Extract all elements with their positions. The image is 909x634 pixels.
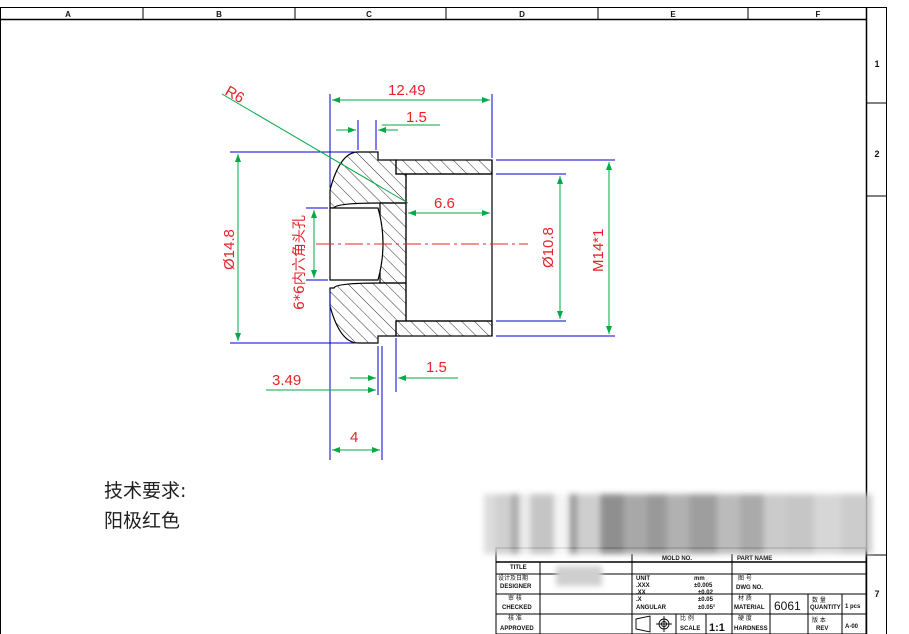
redacted-designer [556,566,602,586]
wall-top [395,159,493,175]
tb-rev-value: A-00 [845,624,859,630]
tb-angular-v: ±0.05° [698,605,716,611]
dim-1-5-top: 1.5 [406,109,427,126]
tb-checked-en: CHECKED [502,605,532,611]
row-label-7: 7 [874,589,879,599]
title-block-text: TITLE MOLD NO. PART NAME 设计及日期 DESIGNER … [498,556,861,634]
dim-1-5-bottom: 1.5 [426,359,447,376]
tb-material-cn: 材 质 [738,594,752,602]
col-label-b: B [216,10,222,19]
tb-scale-value: 1:1 [709,622,725,634]
tb-qty-cn: 数 量 [812,596,826,604]
tb-scale-cn: 比 例 [680,614,694,622]
tb-approved-cn: 核 准 [508,614,522,622]
projection-symbol-icon [635,615,672,633]
tb-unit-value: mm [694,576,705,582]
notes-line-1: 阳极红色 [104,510,181,532]
tb-title: TITLE [510,565,527,571]
dim-hex-label: 6*6内六角头孔 [292,215,308,310]
dim-dia-10-8: Ø10.8 [540,227,557,268]
col-label-f: F [816,10,821,19]
extension-lines [230,94,615,460]
column-labels: A B C D E F [65,10,820,19]
drawing-frame [0,7,887,634]
row-labels: 1 2 7 [874,59,879,599]
tb-material-en: MATERIAL [734,605,765,611]
notes-title: 技术要求: [104,480,187,502]
tb-unit: UNIT [636,576,650,582]
tb-designer-en: DESIGNER [500,584,532,590]
tb-tol-x: .X [636,597,642,603]
tb-dwg-en: DWG NO. [736,585,763,591]
dim-r6: R6 [222,83,247,107]
dim-6-6: 6.6 [434,195,455,212]
tb-scale-en: SCALE [680,626,700,632]
dim-4: 4 [350,429,358,446]
technical-requirements: 技术要求: 阳极红色 [104,476,186,536]
dimension-lines [221,93,612,453]
dim-12-49: 12.49 [388,82,426,99]
tb-material-value: 6061 [774,599,801,613]
dimension-texts: 12.49 1.5 R6 6.6 Ø14.8 6*6内六角头孔 Ø10.8 M1… [221,82,607,446]
tb-hardness-en: HARDNESS [734,626,768,632]
col-label-d: D [519,10,525,19]
row-label-1: 1 [874,59,879,69]
tb-dwg-cn: 图 号 [738,575,752,582]
col-label-a: A [65,10,71,19]
dim-dia-14-8: Ø14.8 [221,229,238,270]
tb-tol-xxx-v: ±0.005 [694,583,713,589]
tb-designer-cn: 设计及日期 [498,574,528,582]
tb-qty-en: QUANTITY [810,605,841,611]
tb-rev-en: REV [816,626,828,632]
tb-approved-en: APPROVED [500,626,534,632]
wall-inner-web [379,202,407,284]
redacted-area [484,494,872,554]
row-label-2: 2 [874,149,879,159]
head-section-lower [329,282,407,344]
tb-tol-x-v: ±0.05 [698,597,714,603]
tb-angular: ANGULAR [636,605,667,611]
col-label-c: C [366,10,372,19]
dim-m14: M14*1 [590,229,607,272]
tb-tol-xxx: .XXX [636,583,650,589]
tb-tol-xx-v: ±0.02 [698,590,714,596]
tb-model: MOLD NO. [662,556,692,562]
tb-part-name: PART NAME [737,556,772,562]
part-section [329,151,493,344]
tb-checked-cn: 审 核 [508,594,522,602]
col-label-e: E [670,10,676,19]
wall-bottom [395,320,493,337]
tb-tol-xx: .XX [636,590,646,596]
tb-hardness-cn: 硬 度 [738,614,752,622]
tb-qty-value: 1 pcs [845,604,861,610]
tb-rev-cn: 版 本 [812,616,826,624]
dim-3-49: 3.49 [272,372,301,389]
leader-r6 [221,93,409,204]
